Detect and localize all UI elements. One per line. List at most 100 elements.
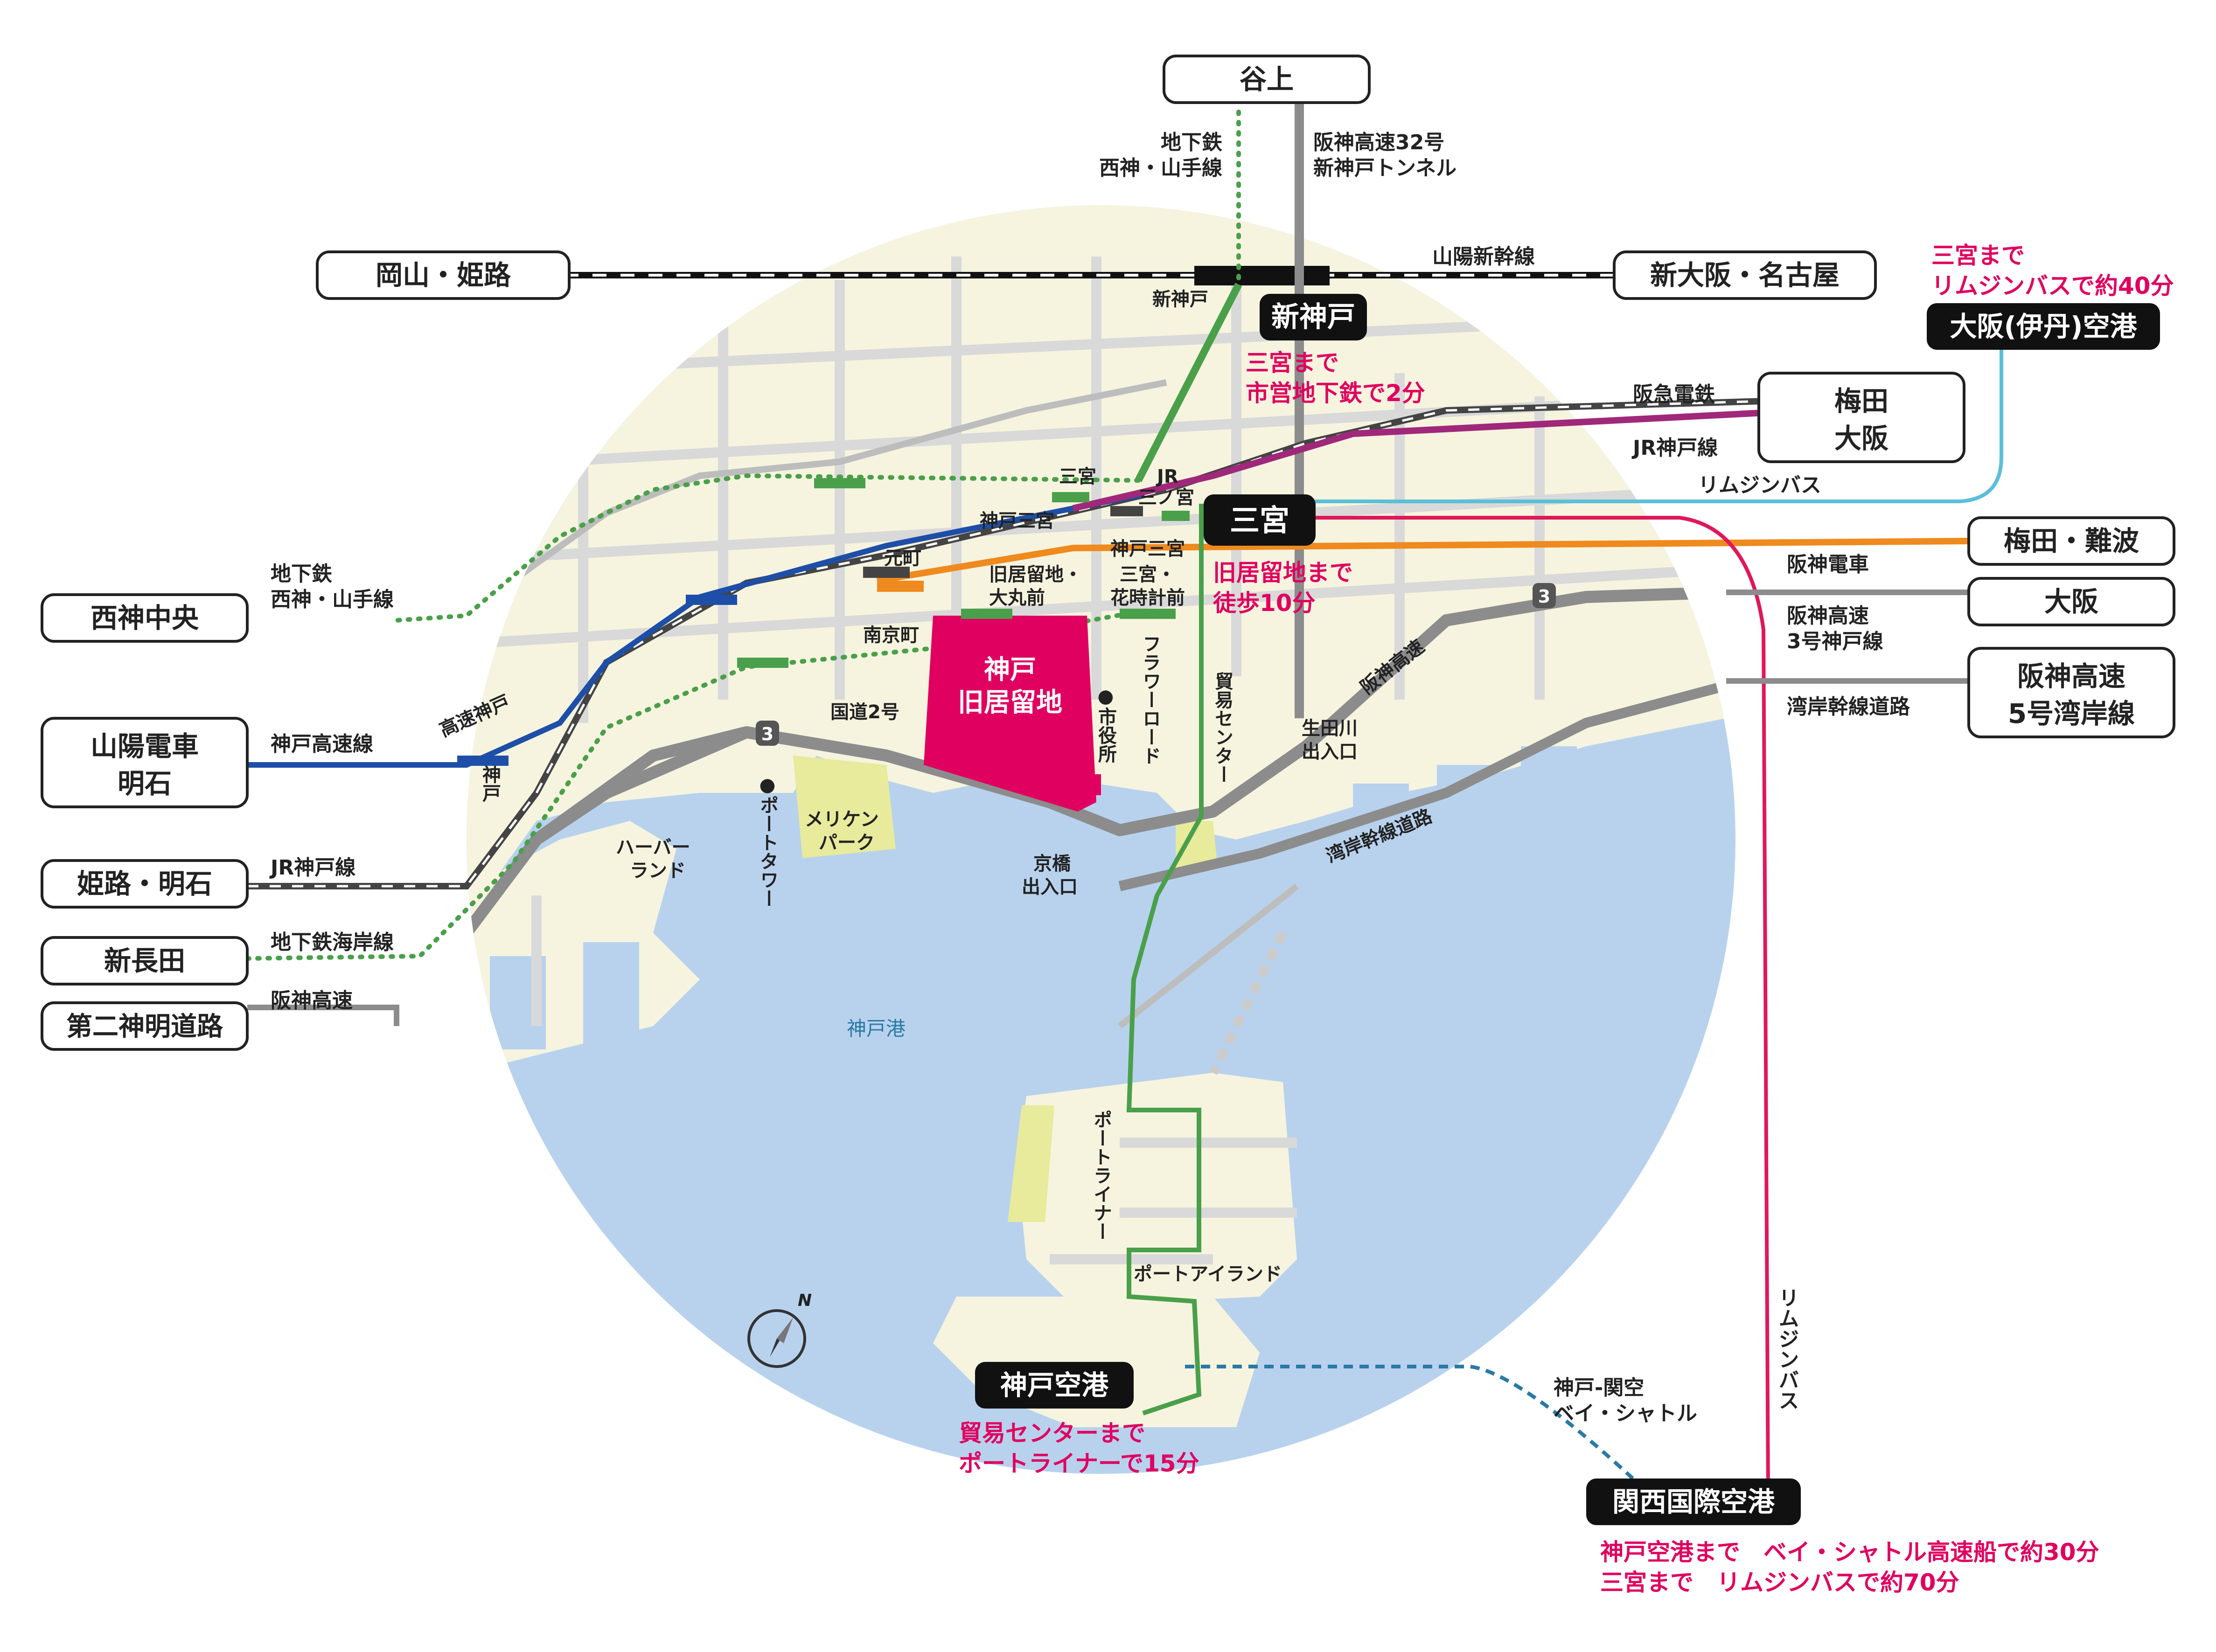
- airport-bridge: [1209, 930, 1287, 1075]
- lbl-portliner: ポートライナー: [1090, 1110, 1112, 1241]
- dest-shinosaka-nagoya: 新大阪・名古屋: [1650, 259, 1840, 291]
- lbl-daimaru-1: 旧居留地・: [989, 564, 1082, 585]
- lbl-hankyu: 阪急電鉄: [1633, 382, 1715, 406]
- dest-hanshin5-2: 5号湾岸線: [2008, 698, 2135, 729]
- lbl-hanshin3-2: 3号神戸線: [1787, 630, 1883, 653]
- lbl-kobe-kanku-1: 神戸-関空: [1554, 1376, 1644, 1400]
- lbl-jr-sannomiya-2: 三ノ宮: [1138, 487, 1194, 508]
- map-circle: [467, 205, 1735, 1474]
- dest-daini-shinmei: 第二神明道路: [66, 1012, 223, 1042]
- hub-shinkobe-box: [1260, 294, 1367, 340]
- note-kix-1: 神戸空港まで ベイ・シャトル高速船で約30分: [1600, 1539, 2099, 1566]
- hub-kix: 関西国際空港: [1612, 1486, 1775, 1518]
- hankyu-line: [1072, 410, 1764, 512]
- dest-himeji-akashi-box: [41, 859, 249, 909]
- shinkobe-platform: [1194, 266, 1330, 285]
- note-kobe-airport-2: ポートライナーで15分: [959, 1450, 1199, 1477]
- lbl-hanshin32-2: 新神戸トンネル: [1313, 156, 1456, 180]
- hub-sannomiya-box: [1204, 494, 1316, 546]
- dest-osaka-box: [1967, 577, 2175, 626]
- lbl-hanadokei-2: 三宮・: [1120, 564, 1176, 585]
- hub-sannomiya: 三宮: [1230, 504, 1289, 538]
- lbl-shiyakusho: ●市役所: [1095, 686, 1117, 764]
- lbl-limousine-itami: リムジンバス: [1698, 473, 1821, 497]
- hub-shinkobe: 新神戸: [1271, 301, 1355, 333]
- lbl-subway-top-2: 西神・山手線: [1099, 156, 1222, 180]
- lbl-sanyo-shinkansen: 山陽新幹線: [1432, 245, 1535, 269]
- note-sannomiya-2: 徒歩10分: [1213, 590, 1316, 617]
- lbl-meriken-2: パーク: [819, 832, 875, 854]
- lbl-settlement-2: 旧居留地: [958, 687, 1062, 718]
- hub-kobe-airport: 神戸空港: [1000, 1369, 1109, 1401]
- lbl-hanshin-densha: 阪神電車: [1787, 553, 1869, 576]
- lbl-kyobashi-1: 京橋: [1033, 853, 1071, 875]
- dest-umeda-1: 梅田: [1834, 385, 1888, 417]
- lbl-jr-sannomiya-1: JR: [1156, 466, 1178, 487]
- lbl-settlement-1: 神戸: [984, 655, 1036, 685]
- lbl-motomachi: 元町: [884, 548, 921, 569]
- kyukyoryuchi-area: [924, 616, 1096, 812]
- bay-shuttle-route: [1185, 1365, 1634, 1480]
- outer-expressways: [247, 590, 1969, 1026]
- lbl-shinkobe-st: 新神戸: [1152, 289, 1208, 310]
- note-itami-2: リムジンバスで約40分: [1931, 272, 2174, 299]
- lbl-limousine-kix: リムジンバス: [1775, 1287, 1799, 1410]
- lbl-kobe-st: 神戸: [479, 765, 501, 803]
- dest-sanyo-1: 山陽電車: [91, 730, 199, 762]
- settlement-block: [1082, 774, 1101, 795]
- hanshin-expressway-3: [467, 586, 1727, 1030]
- hub-itami: 大阪(伊丹)空港: [1950, 311, 2137, 342]
- port-island-green: [1008, 1105, 1054, 1222]
- dest-seishin: 西神中央: [91, 602, 199, 634]
- lbl-subway-top-1: 地下鉄: [1161, 131, 1222, 154]
- svg-text:3: 3: [761, 724, 774, 744]
- dest-tanigami: 谷上: [1240, 63, 1294, 95]
- lbl-jr-kobe-east: JR神戸線: [1631, 436, 1718, 460]
- line-labels: 地下鉄 西神・山手線 阪神高速32号 新神戸トンネル 山陽新幹線 阪急電鉄 JR…: [269, 131, 1910, 1425]
- lbl-route2: 国道2号: [830, 701, 899, 723]
- lbl-ikutagawa-2: 出入口: [1302, 741, 1358, 763]
- dest-sanyo-2: 明石: [118, 768, 172, 799]
- note-shinkobe-2: 市営地下鉄で2分: [1246, 380, 1425, 407]
- lbl-boeki-center: 貿易センター: [1212, 672, 1233, 784]
- lbl-kobe-kanku-2: ベイ・シャトル: [1554, 1402, 1697, 1425]
- dest-okayama-himeji: 岡山・姫路: [376, 259, 511, 291]
- lbl-nankinmachi: 南京町: [863, 625, 919, 646]
- limousine-kix-line: [1306, 516, 1770, 1493]
- lbl-harborland-2: ランド: [630, 860, 686, 882]
- lbl-port-tower: ●ポートタワー: [757, 774, 778, 908]
- lbl-jr-kobe-west: JR神戸線: [269, 856, 355, 880]
- hanshin-densha-line: [876, 538, 1969, 584]
- hub-kix-box: [1586, 1478, 1801, 1525]
- route-shield-3-west: 3: [756, 721, 779, 746]
- lbl-daimaru-2: 大丸前: [989, 587, 1045, 609]
- portliner-line: [1126, 504, 1204, 1416]
- lbl-hanshin3-1: 阪神高速: [1787, 604, 1869, 628]
- dest-himeji-akashi: 姫路・明石: [77, 868, 212, 900]
- route-shield-3-east: 3: [1533, 583, 1556, 608]
- dest-hanshin5-1: 阪神高速: [2017, 660, 2125, 692]
- dest-sanyo-box: [41, 717, 249, 808]
- minor-roads: [488, 379, 1299, 1029]
- lbl-subway-kaigan: 地下鉄海岸線: [271, 930, 394, 954]
- lbl-hanadokei-3: 花時計前: [1110, 587, 1185, 609]
- dest-daini-box: [41, 1001, 249, 1051]
- compass-north-icon: N: [747, 1291, 812, 1368]
- lbl-hanshin32-1: 阪神高速32号: [1313, 131, 1444, 154]
- lbl-kobe-port: 神戸港: [847, 1017, 906, 1040]
- dest-okayama-box: [316, 250, 571, 300]
- lbl-harborland-1: ハーバー: [616, 837, 690, 858]
- dest-umeda-box: [1757, 372, 1965, 463]
- hub-badges: 新神戸 三宮 大阪(伊丹)空港 神戸空港 関西国際空港: [975, 294, 2160, 1525]
- station-markers: [457, 478, 1190, 766]
- dest-hanshin5-box: [1967, 647, 2175, 738]
- note-kix-2: 三宮まで リムジンバスで約70分: [1600, 1569, 1959, 1596]
- hub-itami-box: [1927, 303, 2160, 350]
- dest-shinnagata-box: [41, 936, 249, 986]
- wangan-road: [1118, 680, 1728, 891]
- dest-osaka: 大阪: [2044, 586, 2098, 618]
- lbl-meriken-1: メリケン: [805, 809, 879, 830]
- hub-kobe-airport-box: [975, 1362, 1134, 1409]
- lbl-ikutagawa-1: 生田川: [1302, 718, 1358, 739]
